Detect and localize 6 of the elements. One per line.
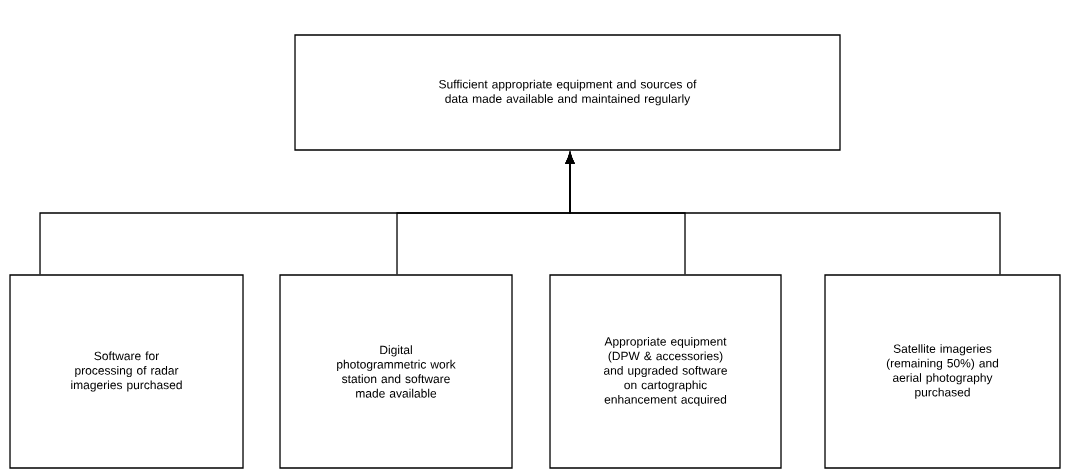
process-box: Software for processing of radar imageries purchased [9,274,244,469]
process-box: Satellite imageries (remaining 50%) and aerial photography purchased [824,274,1061,469]
process-box: Appropriate equipment (DPW & accessories) and upgraded software on cartographic enhancement acquired [549,274,782,469]
process-box: Sufficient appropriate equipment and sources of data made available and maintained regularly [294,34,841,151]
process-box: Digital photogrammetric work station and software made available [279,274,513,469]
arrow [565,152,1001,275]
